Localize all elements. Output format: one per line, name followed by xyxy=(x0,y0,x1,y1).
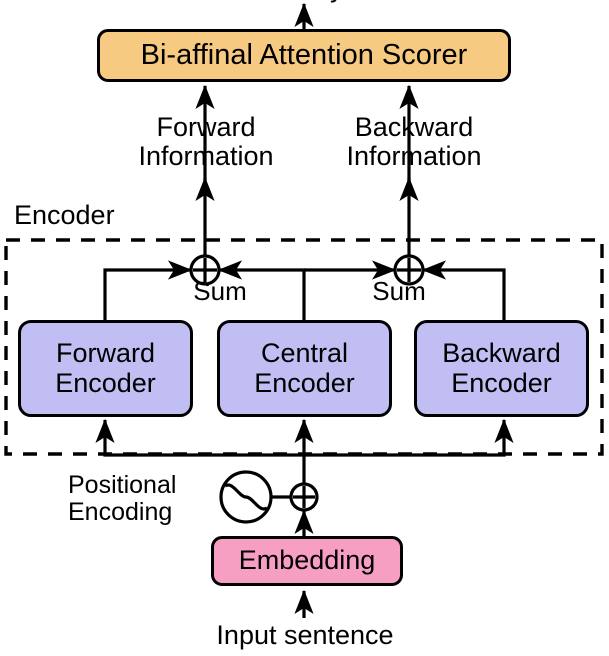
backward-encoder-box[interactable]: Backward Encoder xyxy=(414,320,589,417)
plus-circle-icon-left-sum xyxy=(189,254,221,286)
positional-encoding-label: Positional Encoding xyxy=(68,471,177,526)
encoder-group-label: Encoder xyxy=(14,200,115,230)
backward-encoder-label: Backward Encoder xyxy=(442,338,561,398)
bi-affinal-attention-scorer-label: Bi-affinal Attention Scorer xyxy=(140,38,468,71)
backward-encoder-to-right-sum xyxy=(421,260,506,320)
input-to-forward-encoder-arrow xyxy=(95,418,304,457)
forward-information-label: Forward Information xyxy=(138,112,274,171)
sine-wave-circle-icon xyxy=(219,470,273,524)
embedding-label: Embedding xyxy=(238,545,376,576)
embedding-box[interactable]: Embedding xyxy=(211,536,403,586)
truncated-top-text: y xyxy=(330,0,390,3)
input-sentence-label: Input sentence xyxy=(216,620,394,650)
input-to-backward-encoder-arrow xyxy=(304,418,514,457)
forward-encoder-label: Forward Encoder xyxy=(55,338,156,398)
plus-circle-icon-embedding-sum xyxy=(289,482,319,512)
sum-right-label: Sum xyxy=(372,276,426,306)
forward-encoder-box[interactable]: Forward Encoder xyxy=(18,320,193,417)
central-encoder-label: Central Encoder xyxy=(254,338,355,398)
bi-affinal-attention-scorer-box[interactable]: Bi-affinal Attention Scorer xyxy=(97,29,511,82)
sum-left-label: Sum xyxy=(193,276,247,306)
forward-encoder-to-left-sum xyxy=(103,260,193,320)
plus-circle-icon-right-sum xyxy=(393,254,425,286)
central-encoder-box[interactable]: Central Encoder xyxy=(217,320,392,417)
backward-information-label: Backward Information xyxy=(346,112,482,171)
